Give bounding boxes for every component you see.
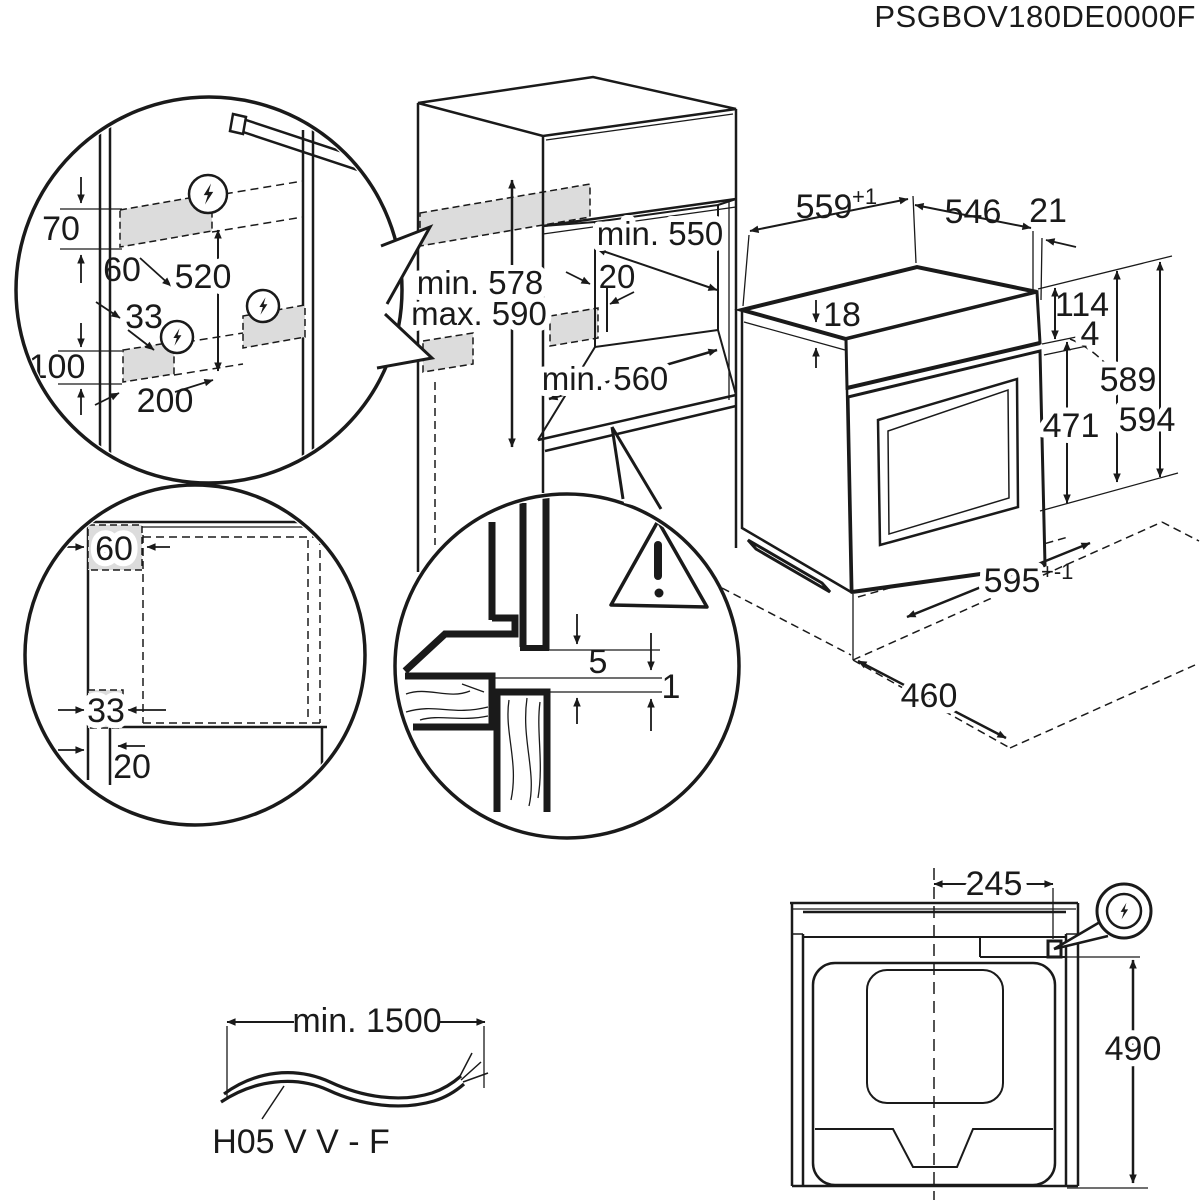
dim-plan-20: 20 bbox=[113, 748, 151, 786]
dim-plan-33: 33 bbox=[87, 692, 125, 730]
zone-square-33 bbox=[87, 689, 124, 729]
dim-oven-589: 589 bbox=[1100, 361, 1157, 399]
callout-pointer bbox=[376, 224, 436, 370]
dim-zone-60: 60 bbox=[103, 251, 141, 289]
power-zone-niche-back bbox=[549, 307, 599, 347]
dim-zone-33: 33 bbox=[125, 298, 163, 336]
dim-mount-5: 5 bbox=[589, 643, 608, 681]
dim-oven-559-tol: +1 bbox=[852, 184, 877, 209]
dim-zone-70: 70 bbox=[42, 210, 80, 248]
dim-niche-depth: min. 550 bbox=[597, 215, 724, 252]
dim-oven-595-tol: +-1 bbox=[1041, 559, 1073, 584]
connection-box bbox=[1046, 939, 1063, 959]
dim-zone-200: 200 bbox=[137, 382, 194, 420]
dim-niche-height-min: min. 578 bbox=[417, 264, 544, 301]
dim-oven-559: 559 bbox=[796, 188, 853, 226]
dim-cable-length: min. 1500 bbox=[292, 1002, 441, 1040]
dim-oven-594: 594 bbox=[1119, 401, 1176, 439]
dim-oven-546: 546 bbox=[945, 193, 1002, 231]
callout-pointer bbox=[610, 426, 663, 512]
power-connection-icon bbox=[187, 173, 229, 215]
power-zone-band-upper bbox=[419, 183, 591, 247]
power-zone-lower-left bbox=[422, 332, 474, 373]
dim-niche-height-max: max. 590 bbox=[411, 295, 547, 332]
power-connection-callout bbox=[1053, 882, 1153, 951]
dim-mount-1: 1 bbox=[662, 668, 681, 706]
dim-topview-490: 490 bbox=[1105, 1030, 1162, 1068]
cabinet-niche-figure: min. 550 20 min. 578 max. 590 min. 560 bbox=[405, 75, 852, 656]
cable-figure: min. 1500 H05 V V - F bbox=[212, 1002, 489, 1161]
power-connection-icon bbox=[245, 288, 281, 324]
dim-oven-595: 595 bbox=[984, 562, 1041, 600]
dim-plan-60: 60 bbox=[95, 530, 133, 568]
top-view-figure: 245 490 bbox=[790, 859, 1167, 1200]
dim-oven-18: 18 bbox=[823, 296, 861, 334]
dim-topview-245: 245 bbox=[966, 865, 1023, 903]
dim-oven-21: 21 bbox=[1029, 192, 1067, 230]
stripped-wire-ends bbox=[458, 1052, 489, 1083]
cable-type-label: H05 V V - F bbox=[212, 1123, 390, 1161]
power-connection-icon bbox=[1095, 882, 1153, 940]
plan-detail-callout: 60 33 20 bbox=[23, 483, 367, 827]
dim-oven-471: 471 bbox=[1043, 407, 1100, 445]
power-zone-lower bbox=[122, 341, 175, 383]
dim-oven-460: 460 bbox=[901, 677, 958, 715]
oven-figure: 559 +1 546 21 18 114 4 471 589 594 595 +… bbox=[734, 184, 1200, 749]
dim-oven-4: 4 bbox=[1081, 315, 1100, 353]
power-zone-upper bbox=[119, 193, 213, 248]
power-connection-icon bbox=[159, 319, 195, 355]
wall-detail-callout: 70 60 520 33 100 200 bbox=[14, 95, 436, 485]
dim-back-gap: 20 bbox=[599, 258, 636, 295]
dim-zone-520: 520 bbox=[175, 258, 232, 296]
model-code: PSGBOV180DE0000F bbox=[874, 0, 1196, 34]
dim-niche-width: min. 560 bbox=[542, 360, 669, 397]
mount-detail-callout: 5 1 bbox=[393, 426, 741, 840]
zone-square-60 bbox=[87, 524, 143, 571]
warning-triangle-icon bbox=[609, 519, 709, 609]
dim-oven-114: 114 bbox=[1055, 286, 1109, 324]
